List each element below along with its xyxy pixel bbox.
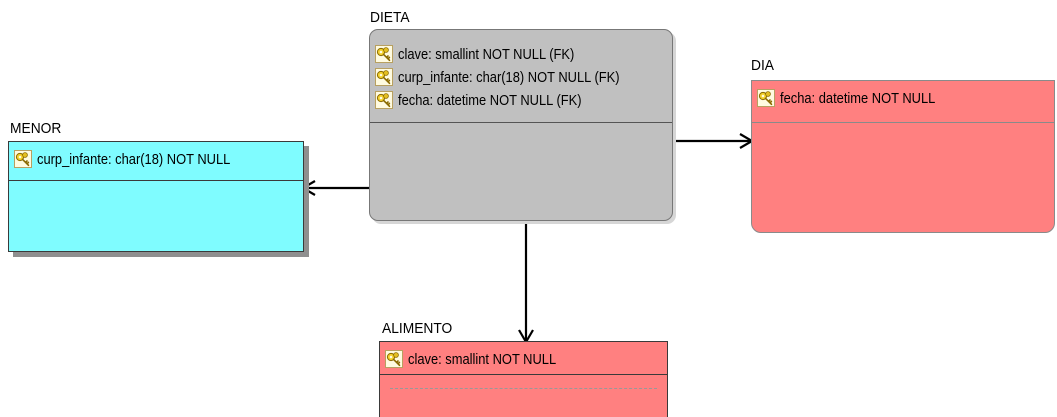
entity-alimento[interactable]: clave: smallint NOT NULL [379,341,668,417]
key-icon [757,89,775,107]
entity-dieta[interactable]: clave: smallint NOT NULL (FK) curp_infan… [369,29,673,221]
key-icon [375,45,393,63]
alimento-hidden-row-divider [390,388,657,389]
dieta-attribute-row[interactable]: fecha: datetime NOT NULL (FK) [375,89,611,111]
menor-attribute-row[interactable]: curp_infante: char(18) NOT NULL [14,148,262,170]
dieta-attribute-text: curp_infante: char(18) NOT NULL (FK) [398,68,620,86]
dieta-attribute-text: clave: smallint NOT NULL (FK) [398,45,575,63]
dia-attribute-text: fecha: datetime NOT NULL [780,89,936,107]
entity-menor-title: MENOR [10,120,62,137]
entity-dia[interactable]: fecha: datetime NOT NULL [751,80,1055,233]
entity-dieta-title: DIETA [370,9,410,26]
alimento-key-section: clave: smallint NOT NULL [380,342,667,375]
key-icon [385,350,403,368]
dia-attribute-row[interactable]: fecha: datetime NOT NULL [757,87,961,109]
dia-key-section: fecha: datetime NOT NULL [752,81,1054,123]
entity-dia-title: DIA [751,57,775,74]
entity-menor[interactable]: curp_infante: char(18) NOT NULL [8,141,304,252]
alimento-attribute-row[interactable]: clave: smallint NOT NULL [385,348,580,370]
key-icon [375,68,393,86]
alimento-attribute-text: clave: smallint NOT NULL [408,350,557,368]
dieta-attribute-row[interactable]: curp_infante: char(18) NOT NULL (FK) [375,66,656,88]
menor-attribute-text: curp_infante: char(18) NOT NULL [37,150,231,168]
dieta-key-section: clave: smallint NOT NULL (FK) curp_infan… [370,30,672,123]
dieta-attribute-row[interactable]: clave: smallint NOT NULL (FK) [375,43,603,65]
dieta-attribute-text: fecha: datetime NOT NULL (FK) [398,91,582,109]
entity-alimento-title: ALIMENTO [382,320,453,337]
key-icon [375,91,393,109]
menor-key-section: curp_infante: char(18) NOT NULL [9,142,303,181]
key-icon [14,150,32,168]
